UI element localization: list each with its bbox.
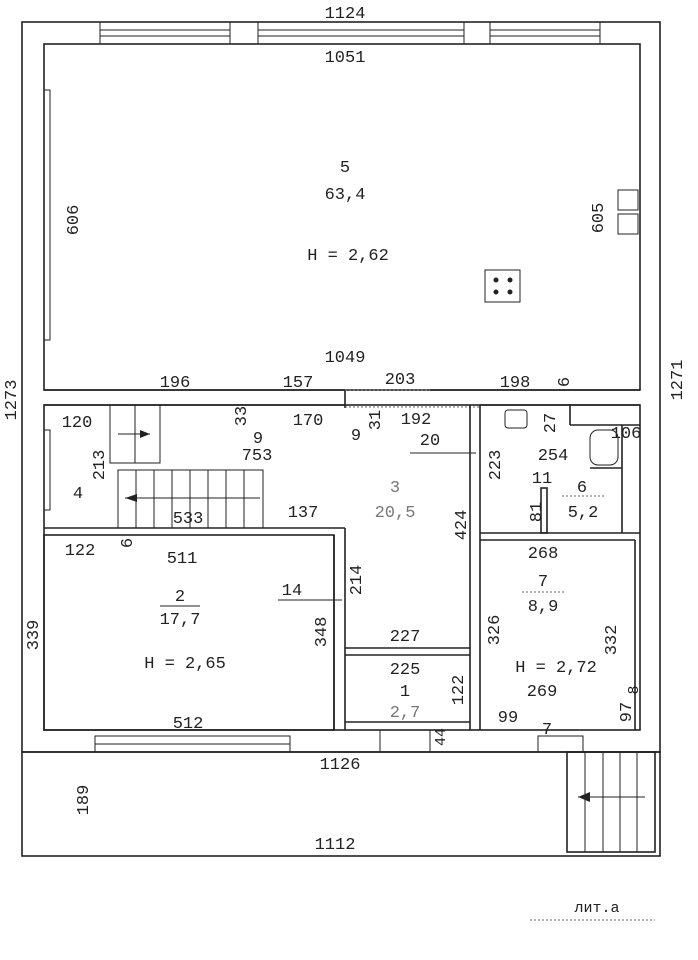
hall-dim: 31 — [367, 410, 386, 430]
hall-dim: 533 — [173, 510, 204, 529]
hall-dim: 192 — [401, 411, 432, 430]
room2-height: H = 2,65 — [144, 655, 226, 674]
room5-bottom: 1049 — [325, 349, 366, 368]
room2-dim: 339 — [25, 620, 44, 651]
stove-icon — [484, 269, 521, 303]
bottom-outer-dim: 1126 — [320, 756, 361, 775]
partition-dim: 196 — [160, 374, 191, 393]
toilet-icon — [589, 429, 622, 469]
room1-number: 1 — [400, 683, 410, 702]
left-height-dim: 1273 — [3, 380, 22, 421]
room1-dim: 227 — [390, 628, 421, 647]
room5-right: 605 — [590, 203, 609, 234]
room1-dim: 225 — [390, 661, 421, 680]
room6-dim: 27 — [542, 413, 561, 433]
dimension-labels: 1124 1051 1273 1271 5 63,4 H = 2,62 606 … — [3, 5, 688, 921]
right-height-dim: 1271 — [669, 360, 688, 401]
room7-dim: 268 — [528, 545, 559, 564]
porch-width-dim: 1112 — [315, 836, 356, 855]
room7-dim: 332 — [603, 625, 622, 656]
room1-dim: 44 — [433, 728, 450, 746]
room2-dim: 348 — [313, 617, 332, 648]
sink-icon — [504, 189, 639, 429]
room7-dim: 99 — [498, 709, 518, 728]
room2-area: 17,7 — [160, 611, 201, 630]
room6-dim: 81 — [528, 502, 547, 522]
room1-area: 2,7 — [390, 704, 421, 723]
room7-dim: 269 — [527, 683, 558, 702]
room6-dim: 11 — [532, 470, 552, 489]
room4-number: 4 — [73, 485, 83, 504]
room2-dim: 14 — [282, 582, 302, 601]
room2-dim: 214 — [348, 565, 367, 596]
hall-dim: 223 — [487, 450, 506, 481]
hall-dim: 120 — [62, 414, 93, 433]
room5-area: 63,4 — [325, 186, 366, 205]
outer-top-dim: 1124 — [325, 5, 366, 24]
partition-dim: 203 — [385, 371, 416, 390]
hall-dim: 33 — [233, 406, 252, 426]
hall-dim: 20 — [420, 432, 440, 451]
room5-number: 5 — [340, 159, 350, 178]
hall-dim: 753 — [242, 447, 273, 466]
room7-area: 8,9 — [528, 598, 559, 617]
room6-dim: 254 — [538, 447, 569, 466]
room2-dim: 6 — [119, 538, 138, 548]
room1-dim: 122 — [450, 675, 469, 706]
porch-height-dim: 189 — [75, 785, 94, 816]
room2-dim: 122 — [65, 542, 96, 561]
hall-dim: 9 — [253, 430, 263, 449]
room5-left: 606 — [65, 205, 84, 236]
room6-number: 6 — [577, 479, 587, 498]
room2-number: 2 — [175, 588, 185, 607]
room6-area: 5,2 — [568, 504, 599, 523]
building-letter-label: лит.а — [574, 900, 619, 917]
room7-dim: 97 — [618, 702, 637, 722]
room5-height: H = 2,62 — [307, 247, 389, 266]
room2-dim: 511 — [167, 550, 198, 569]
walls — [21, 21, 661, 857]
partition-dim: 198 — [500, 374, 531, 393]
partition-dim: 6 — [556, 377, 575, 387]
room7-height: H = 2,72 — [515, 659, 597, 678]
partition-dim: 157 — [283, 374, 314, 393]
hall-dim: 170 — [293, 412, 324, 431]
room7-dim: 8 — [626, 685, 643, 694]
hall-dim: 9 — [351, 427, 361, 446]
room3-area: 20,5 — [375, 504, 416, 523]
room3-number: 3 — [390, 479, 400, 498]
inner-top-dim: 1051 — [325, 49, 366, 68]
hall-dim: 424 — [453, 510, 472, 541]
hall-dim: 213 — [91, 450, 110, 481]
room7-dim: 326 — [486, 615, 505, 646]
room7-dim: 7 — [542, 721, 552, 740]
room6-dim: 106 — [611, 425, 642, 444]
room2-dim: 512 — [173, 715, 204, 734]
room7-number: 7 — [538, 573, 548, 592]
hall-dim: 137 — [288, 504, 319, 523]
